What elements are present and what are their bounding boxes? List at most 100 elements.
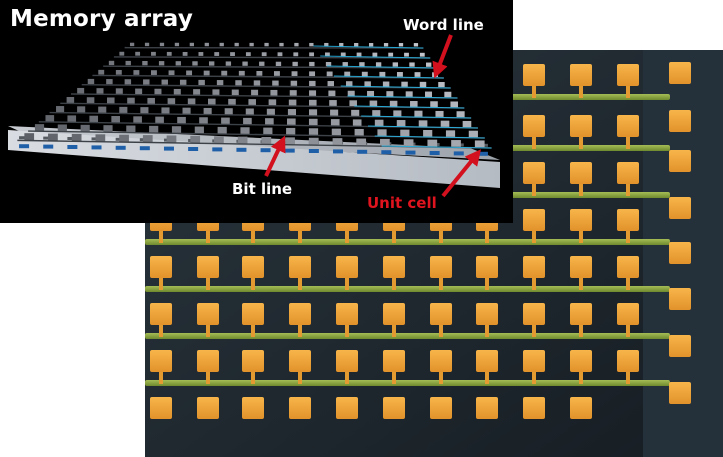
unit-cell — [324, 42, 329, 47]
unit-cell — [161, 107, 170, 114]
pad-stem — [532, 278, 536, 290]
unit-cell — [440, 120, 450, 128]
bit-line-marker — [212, 147, 223, 152]
unit-cell — [340, 52, 346, 57]
unit-cell — [277, 52, 283, 57]
electrode-pad — [523, 115, 545, 137]
unit-cell — [372, 110, 381, 117]
word-line — [92, 74, 444, 79]
unit-cell — [135, 88, 143, 95]
unit-cell — [168, 70, 175, 76]
unit-cell — [396, 72, 403, 77]
bit-line-marker — [381, 150, 392, 155]
word-line — [81, 84, 451, 89]
unit-cell — [327, 81, 334, 87]
unit-cell — [204, 42, 209, 47]
unit-cell — [413, 43, 419, 47]
unit-cell — [369, 100, 378, 107]
unit-cell — [364, 81, 371, 87]
unit-cell — [414, 72, 421, 77]
unit-cell — [294, 42, 299, 47]
pad-stem — [392, 372, 396, 384]
unit-cell — [388, 52, 394, 57]
electrode-pad — [336, 303, 358, 325]
unit-cell — [203, 70, 210, 76]
electrode-pad — [242, 303, 264, 325]
electrode-pad — [383, 397, 405, 419]
pad-stem — [159, 325, 163, 337]
electrode-pad — [570, 162, 592, 184]
unit-cell — [142, 60, 148, 66]
pad-stem — [206, 231, 210, 243]
unit-cell — [186, 70, 193, 76]
word-line-glow — [381, 145, 492, 149]
unit-cell — [426, 62, 432, 67]
pad-stem — [579, 325, 583, 337]
bit-line-marker — [19, 144, 30, 149]
pad-stem — [532, 184, 536, 196]
electrode-pad — [242, 256, 264, 278]
unit-cell — [231, 89, 239, 96]
unit-cell — [380, 138, 390, 147]
unit-cell — [155, 116, 164, 124]
pad-stem — [392, 325, 396, 337]
electrode-pad — [523, 303, 545, 325]
word-line-glow — [340, 85, 451, 89]
unit-cell — [144, 42, 150, 47]
electrode-pad — [523, 162, 545, 184]
bit-line-marker — [284, 148, 295, 153]
unit-cell — [309, 99, 317, 106]
unit-cell — [462, 120, 472, 128]
unit-cell — [354, 128, 364, 137]
word-line-glow — [354, 105, 465, 109]
pad-stem — [439, 231, 443, 243]
pad-stem — [485, 372, 489, 384]
pad-stem — [532, 231, 536, 243]
unit-cell — [209, 61, 215, 66]
unit-cell — [450, 101, 458, 108]
bit-line-marker — [163, 146, 174, 151]
unit-cell — [248, 99, 256, 106]
unit-cell — [240, 127, 250, 135]
unit-cell — [57, 124, 67, 132]
pad-stem — [251, 372, 255, 384]
unit-cell — [159, 42, 165, 47]
unit-cell — [308, 128, 319, 136]
pad-stem — [485, 278, 489, 290]
word-line-glow — [313, 45, 424, 49]
unit-cell — [45, 115, 55, 122]
word-line-trace — [145, 239, 670, 245]
bit-line-marker — [43, 144, 54, 149]
unit-cell — [192, 61, 198, 66]
unit-cell — [80, 124, 90, 133]
memory-array-inset: Memory array Word line Bit line Unit cel… — [0, 0, 513, 223]
word-line-arrow — [432, 34, 453, 79]
bit-line-marker — [308, 149, 319, 153]
unit-cell — [331, 128, 341, 136]
unit-cell — [261, 136, 272, 145]
electrode-pad — [570, 64, 592, 86]
unit-cell — [266, 108, 275, 116]
word-line-glow — [333, 75, 444, 79]
bit-line-label: Bit line — [232, 180, 293, 198]
word-line-glow — [374, 135, 485, 139]
pad-stem — [579, 231, 583, 243]
unit-cell — [361, 71, 368, 77]
word-line-glow — [347, 95, 458, 99]
unit-cell — [119, 51, 125, 56]
unit-cell — [199, 117, 208, 125]
word-line — [70, 93, 458, 99]
unit-cell — [127, 97, 135, 104]
unit-cell — [383, 43, 389, 47]
unit-cell — [275, 61, 282, 67]
unit-cell — [435, 110, 444, 118]
pad-stem — [579, 184, 583, 196]
unit-cell — [326, 71, 333, 77]
electrode-pad — [242, 397, 264, 419]
unit-cell — [125, 60, 131, 66]
electrode-pad — [523, 64, 545, 86]
electrode-pad — [383, 303, 405, 325]
electrode-pad — [289, 256, 311, 278]
unit-cell — [325, 61, 332, 67]
unit-cell — [66, 96, 75, 104]
